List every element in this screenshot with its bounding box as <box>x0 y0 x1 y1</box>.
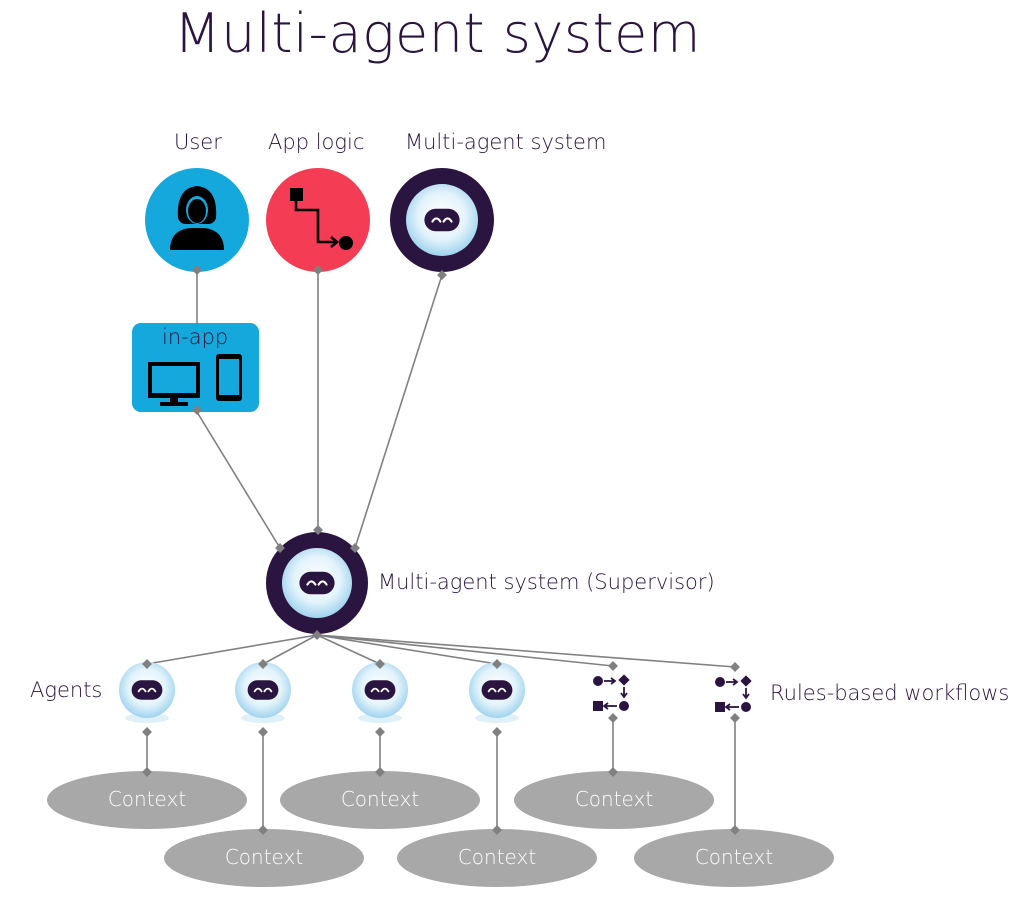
context-ellipse <box>47 771 247 829</box>
context-label: Context <box>574 787 654 811</box>
in-app-label: in-app <box>162 325 229 349</box>
context-ellipse <box>514 771 714 829</box>
agent-node <box>352 662 408 723</box>
context-label: Context <box>694 845 774 869</box>
agent-node <box>119 662 175 723</box>
supervisor-label: Multi-agent system (Supervisor) <box>378 570 715 594</box>
context-label: Context <box>107 787 187 811</box>
phone-icon <box>216 354 242 401</box>
app-logic-node <box>266 168 370 272</box>
context-ellipse <box>280 771 480 829</box>
workflow-nodes <box>593 674 752 712</box>
agent-nodes <box>119 662 525 723</box>
context-ellipses <box>47 771 834 887</box>
page-title: Multi-agent system <box>174 2 701 65</box>
multi-agent-system-label: Multi-agent system <box>405 130 607 154</box>
user-label: User <box>174 130 222 154</box>
in-app-box <box>132 323 259 412</box>
context-ellipse <box>397 829 597 887</box>
context-label: Context <box>340 787 420 811</box>
app-logic-icon <box>290 188 353 250</box>
agents-label: Agents <box>30 678 103 702</box>
connector-lines <box>146 270 736 830</box>
workflow-icon <box>715 675 752 712</box>
monitor-icon <box>148 362 200 406</box>
user-icon <box>170 186 224 250</box>
supervisor-node <box>266 532 368 634</box>
workflows-label: Rules-based workflows <box>770 681 1010 705</box>
context-ellipse <box>164 829 364 887</box>
app-logic-label: App logic <box>268 130 365 154</box>
context-ellipse <box>634 829 834 887</box>
multi-agent-top-node <box>390 168 494 272</box>
user-node <box>145 168 249 272</box>
agent-node <box>469 662 525 723</box>
workflow-icon <box>593 674 630 711</box>
context-label: Context <box>224 845 304 869</box>
context-label: Context <box>457 845 537 869</box>
agent-node <box>235 662 291 723</box>
